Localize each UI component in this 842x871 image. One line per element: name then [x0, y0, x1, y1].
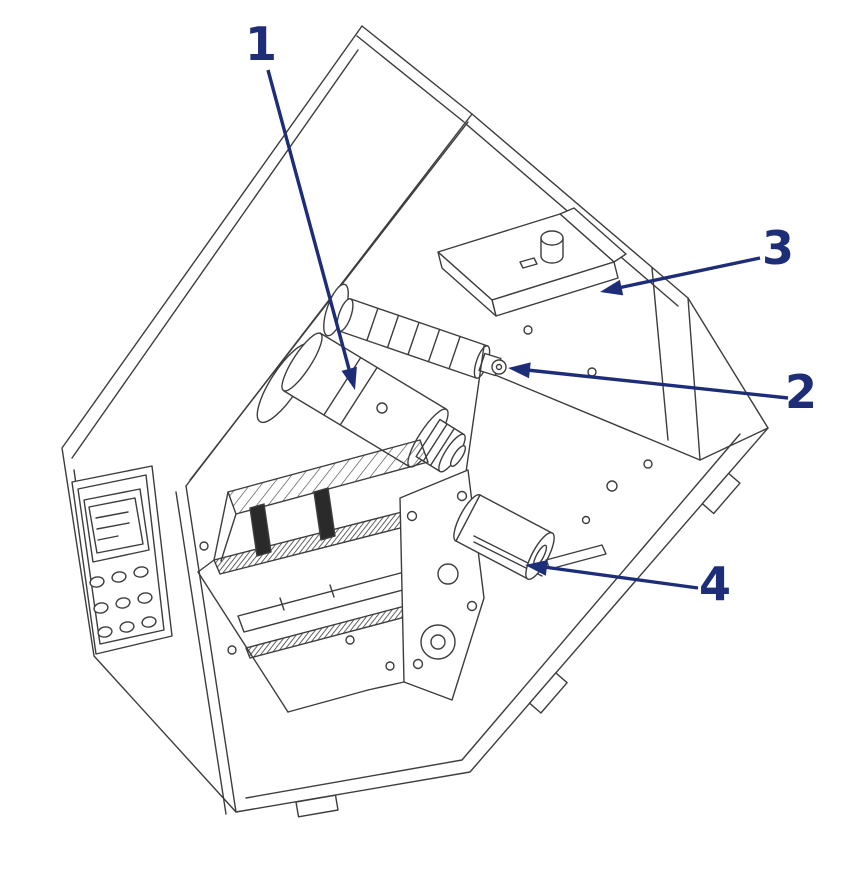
roller-end	[420, 624, 456, 660]
foot-tab	[701, 472, 741, 515]
hanger-slot	[519, 257, 538, 269]
foot-tab	[295, 794, 339, 818]
callouts: 1 2 3 4	[245, 17, 817, 611]
roller-end	[437, 563, 459, 585]
spindle-release-button	[376, 402, 388, 414]
print-mechanism	[197, 345, 485, 713]
callout-2-arrow-line	[526, 368, 789, 400]
keypad-buttons	[89, 566, 157, 638]
callout-2-label: 2	[785, 365, 817, 419]
callout-arrow-lines	[266, 69, 789, 590]
callout-1-arrow-line	[266, 69, 351, 370]
printer-line-art	[61, 25, 769, 818]
hanger-guide-post	[540, 230, 564, 264]
callout-4-arrow-line	[543, 565, 699, 590]
callout-2-arrowhead	[508, 362, 531, 379]
media-supply-hanger	[437, 207, 627, 317]
wall-screw	[587, 367, 597, 377]
callout-4-arrowhead	[525, 560, 548, 576]
foot-tab	[528, 672, 568, 714]
printhead-bar	[227, 439, 429, 515]
spring-post	[313, 487, 336, 541]
lcd-text-lines	[95, 511, 130, 541]
callout-3-label: 3	[762, 221, 794, 275]
mechanism-screws	[199, 490, 478, 671]
callout-4-label: 4	[699, 557, 731, 611]
wall-screw	[523, 325, 533, 335]
callout-1-arrowhead	[341, 366, 357, 390]
control-panel	[71, 465, 173, 655]
callout-1-label: 1	[245, 17, 277, 71]
base-plate	[245, 433, 741, 818]
base-screw	[643, 459, 653, 469]
callout-3-arrow-line	[617, 256, 761, 290]
base-screw	[581, 515, 591, 525]
base-screw	[606, 480, 618, 492]
callout-3-arrowhead	[600, 279, 624, 296]
spindle-segment-rings	[366, 307, 461, 370]
spring-post	[249, 503, 272, 557]
